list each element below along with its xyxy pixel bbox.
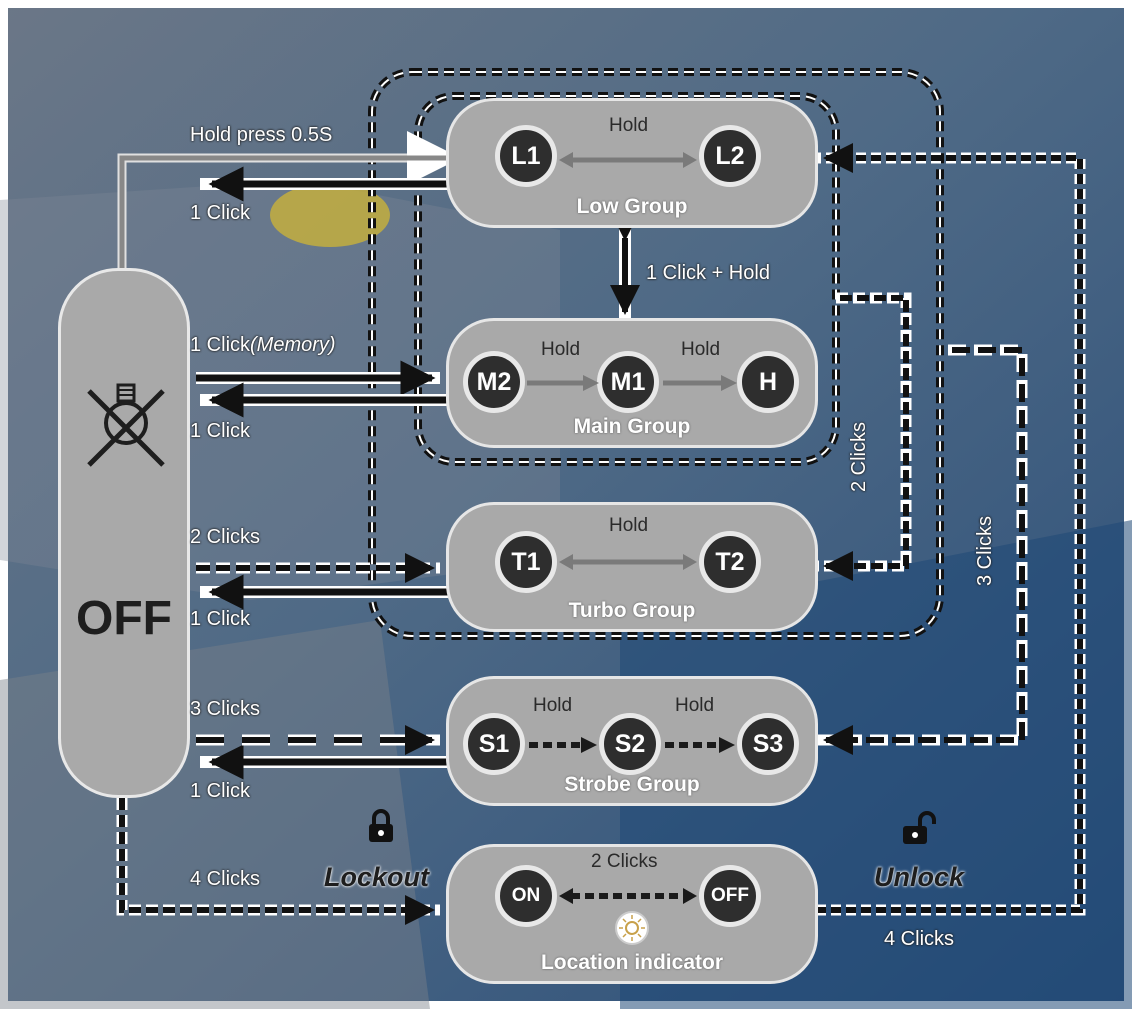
label-right-3: 3 Clicks — [974, 515, 997, 587]
hold-label: Hold — [675, 695, 715, 716]
arrow-right-4-clicks — [816, 143, 1086, 916]
node-s3: S3 — [737, 713, 799, 775]
label-strobe-back: 1 Click — [190, 780, 251, 802]
group-title: Main Group — [573, 415, 691, 438]
arrow-on-off — [559, 888, 697, 904]
two-clicks-label: 2 Clicks — [591, 851, 658, 872]
label-right-4: 4 Clicks — [884, 928, 955, 950]
arrow-m1-h — [663, 375, 737, 391]
node-l1: L1 — [495, 125, 557, 187]
label-low-back: 1 Click — [190, 202, 251, 224]
label-turbo-back: 1 Click — [190, 608, 251, 630]
arrow-right-2-clicks — [818, 292, 912, 581]
label-right-2: 2 Clicks — [848, 421, 871, 493]
node-l2: L2 — [699, 125, 761, 187]
arrow-t1-t2 — [559, 554, 697, 570]
label-location-in: 4 Clicks — [190, 868, 261, 890]
lockout-label: Lockout — [324, 862, 429, 892]
unlock-label: Unlock — [874, 862, 965, 892]
group-title: Low Group — [576, 195, 688, 218]
label-strobe-in: 3 Clicks — [190, 698, 261, 720]
padlock-open-icon — [903, 811, 936, 844]
arrow-s2-s3 — [665, 737, 735, 753]
node-h: H — [737, 351, 799, 413]
group-title: Turbo Group — [568, 599, 696, 622]
location-group: ON OFF 2 Clicks Location indicator — [446, 844, 818, 984]
padlock-closed-icon — [369, 809, 393, 842]
label-low-main: 1 Click + Hold — [646, 262, 770, 284]
hold-label: Hold — [541, 339, 581, 360]
locator-icon — [615, 911, 649, 945]
arrow-location-in — [116, 798, 440, 925]
label-hold-press: Hold press 0.5S — [190, 124, 333, 146]
hold-label: Hold — [533, 695, 573, 716]
arrow-right-3-clicks — [818, 344, 1028, 755]
strobe-group: S1 S2 S3 Hold Hold Strobe Group — [446, 676, 818, 806]
node-s1: S1 — [463, 713, 525, 775]
arrow-s1-s2 — [529, 737, 597, 753]
node-s2: S2 — [599, 713, 661, 775]
turbo-group: T1 T2 Hold Turbo Group — [446, 502, 818, 632]
node-t2: T2 — [699, 531, 761, 593]
main-group: M2 M1 H Hold Hold Main Group — [446, 318, 818, 448]
label-main-in-text: 1 Click — [190, 334, 251, 356]
hold-label: Hold — [681, 339, 721, 360]
node-m1: M1 — [597, 351, 659, 413]
node-on: ON — [495, 865, 557, 927]
hold-label: Hold — [609, 515, 649, 536]
group-title: Location indicator — [540, 951, 723, 974]
node-off: OFF — [699, 865, 761, 927]
label-turbo-in: 2 Clicks — [190, 526, 261, 548]
label-main-in: 1 Click(Memory) — [190, 334, 336, 356]
low-group: L1 L2 Hold Low Group — [446, 98, 818, 228]
node-t1: T1 — [495, 531, 557, 593]
arrow-l1-l2 — [559, 152, 697, 168]
off-label: OFF — [76, 592, 172, 645]
hold-label: Hold — [609, 115, 649, 136]
node-m2: M2 — [463, 351, 525, 413]
label-memory: (Memory) — [250, 334, 336, 356]
arrow-m2-m1 — [527, 375, 599, 391]
label-main-back: 1 Click — [190, 420, 251, 442]
flashlight-off-icon — [87, 383, 165, 467]
group-title: Strobe Group — [564, 773, 700, 796]
off-state-pill: OFF — [58, 268, 190, 798]
arrow-hold-press — [117, 131, 461, 268]
